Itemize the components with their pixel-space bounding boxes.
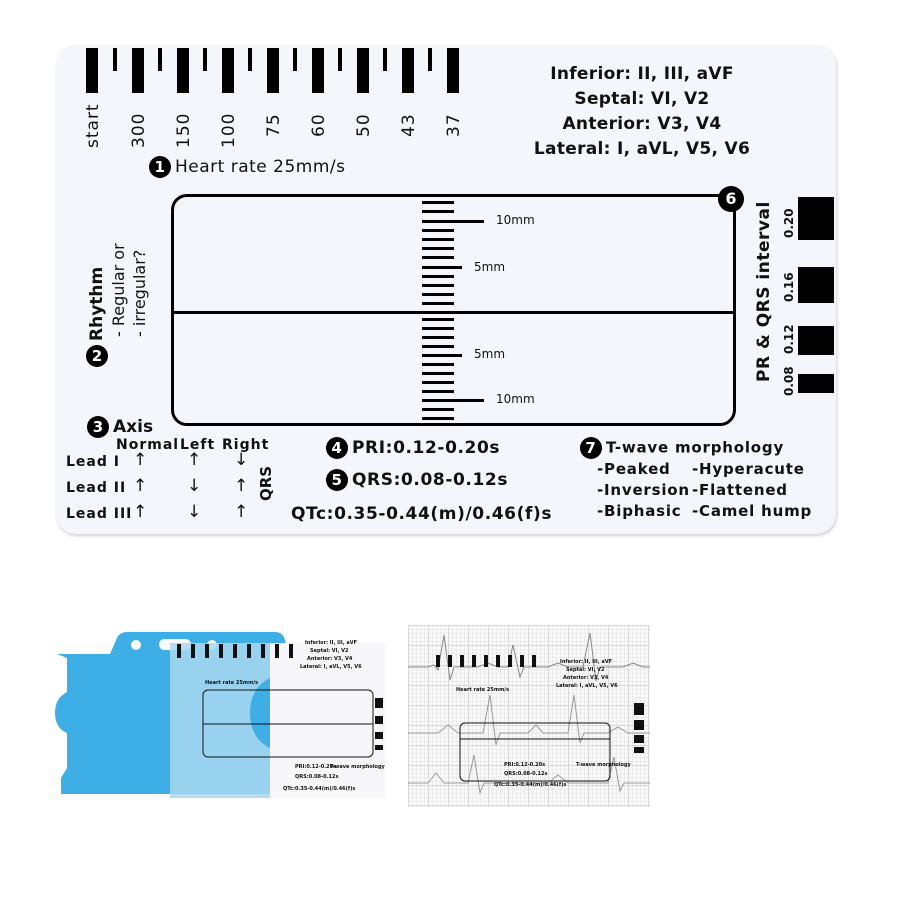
measurement-box <box>171 194 736 426</box>
number-badge-5: 5 <box>326 469 348 491</box>
thumbnail-ecg-overlay: Inferior: II, III, aVF Septal: VI, V2 An… <box>408 625 650 807</box>
hr-label-50: 50 <box>354 113 374 137</box>
hr-label-43: 43 <box>399 113 419 137</box>
hr-label-100: 100 <box>219 112 239 148</box>
axis-col-right: Right <box>222 437 270 453</box>
interval-label-0.20: 0.20 <box>782 208 796 238</box>
interval-label-0.16: 0.16 <box>782 272 796 302</box>
hr-label-60: 60 <box>309 113 329 137</box>
lead-group-lateral: Lateral: I, aVL, V5, V6 <box>533 139 751 159</box>
lead-group-inferior: Inferior: II, III, aVF <box>550 64 734 84</box>
badge-holder-illustration <box>55 632 385 798</box>
hr-label-start: start <box>83 103 103 148</box>
axis-row-lead-1: Lead I <box>66 454 120 470</box>
mm-label-10-top: 10mm <box>496 213 535 227</box>
qtc-value: QTc:0.35-0.44(m)/0.46(f)s <box>291 504 553 524</box>
number-badge-6: 6 <box>718 186 744 212</box>
interval-ruler-title: PR & QRS interval <box>754 201 774 382</box>
mm-label-10-bottom: 10mm <box>496 392 535 406</box>
lead-groups: Inferior: II, III, aVF Septal: VI, V2 An… <box>522 62 762 162</box>
axis-col-left: Left <box>180 437 216 453</box>
lead-group-septal: Septal: VI, V2 <box>574 89 710 109</box>
number-badge-7: 7 <box>580 437 602 459</box>
lead-group-anterior: Anterior: V3, V4 <box>562 114 722 134</box>
mm-label-5-top: 5mm <box>474 260 506 274</box>
hr-label-37: 37 <box>444 113 464 137</box>
axis-col-normal: Normal <box>116 437 180 453</box>
interval-label-0.08: 0.08 <box>782 366 796 396</box>
qrs-side-label: QRS <box>257 465 275 501</box>
number-badge-2: 2 <box>86 345 108 367</box>
axis-row-lead-2: Lead II <box>66 480 127 496</box>
ecg-trace-illustration <box>408 632 650 795</box>
hr-label-150: 150 <box>174 112 194 148</box>
thumbnail-holder: Inferior: II, III, aVF Septal: VI, V2 An… <box>55 628 385 798</box>
number-badge-4: 4 <box>326 437 348 459</box>
rhythm-section: 2Rhythm - Regular or - irregular? <box>86 243 149 367</box>
number-badge-1: 1 <box>149 156 171 178</box>
hr-label-75: 75 <box>264 113 284 137</box>
mm-label-5-bottom: 5mm <box>474 347 506 361</box>
axis-row-lead-3: Lead III <box>66 506 133 522</box>
hr-label-300: 300 <box>129 112 149 148</box>
number-badge-3: 3 <box>87 416 109 438</box>
interval-label-0.12: 0.12 <box>782 324 796 354</box>
baseline <box>174 311 733 314</box>
